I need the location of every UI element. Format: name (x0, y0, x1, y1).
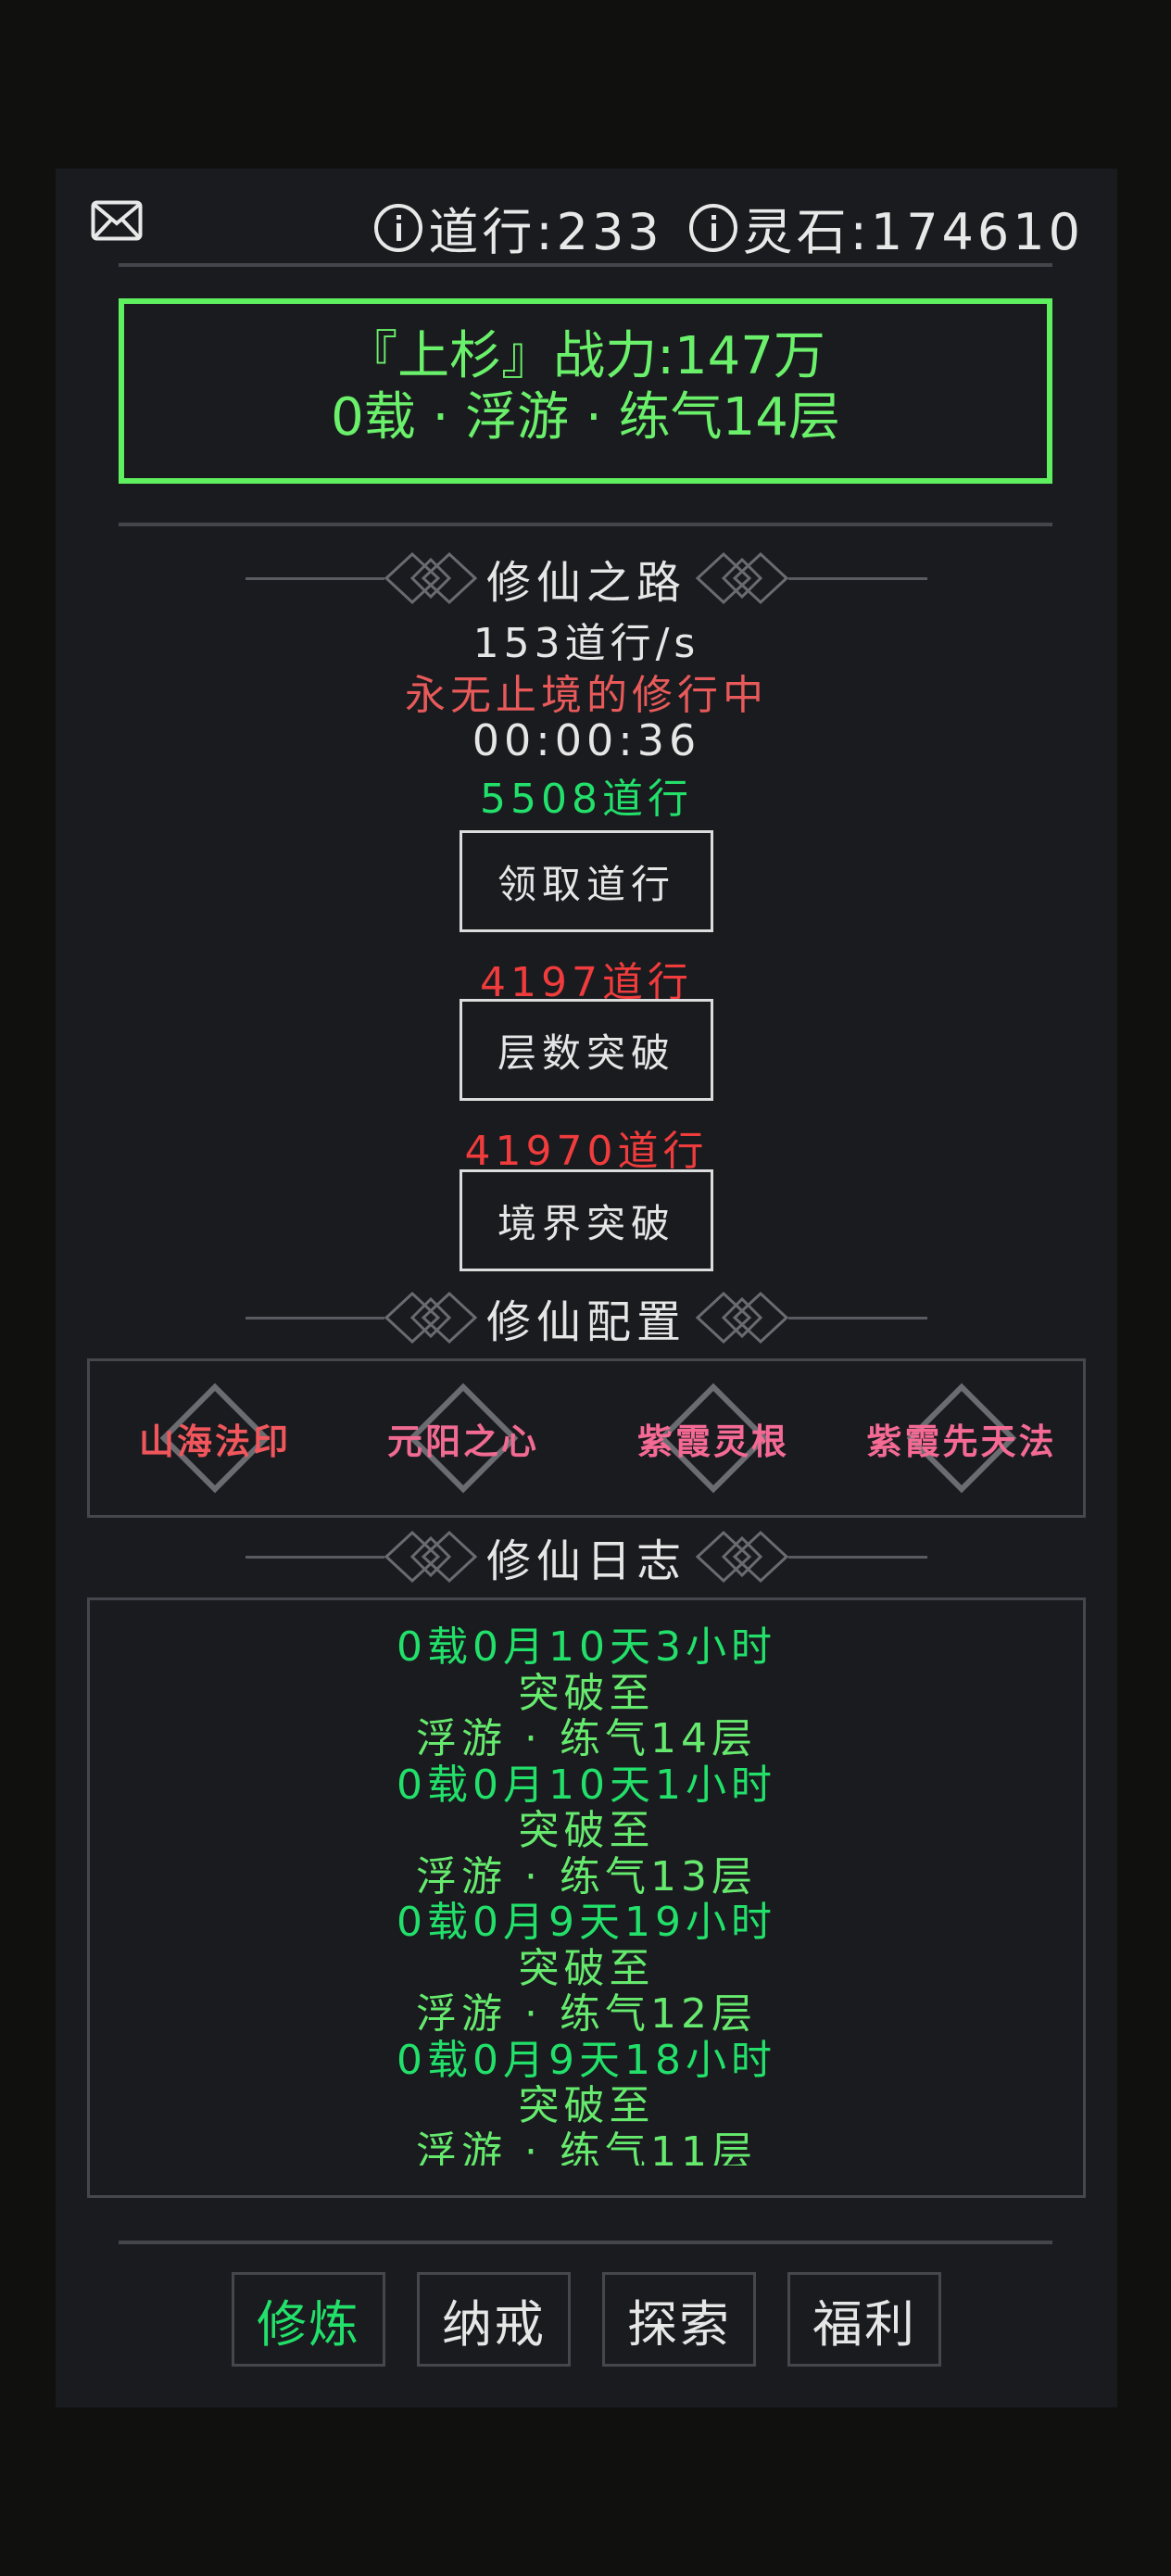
stat-lingshi[interactable]: 灵石:174610 (688, 191, 1084, 264)
log-action: 突破至 (518, 1807, 655, 1854)
cultivation-log[interactable]: 0载0月10天3小时 突破至 浮游 · 练气14层 0载0月10天1小时 突破至… (87, 1597, 1086, 2198)
realm-breakthrough-cost: 41970道行 (464, 1128, 709, 1175)
info-icon[interactable] (688, 203, 737, 252)
log-entry: 0载0月10天1小时 突破至 浮游 · 练气13层 (90, 1762, 1083, 1900)
divider-line (245, 1316, 384, 1320)
realm-breakthrough-button[interactable]: 境界突破 (460, 1169, 713, 1271)
log-time: 0载0月10天1小时 (397, 1761, 776, 1809)
divider-line (788, 1316, 927, 1320)
config-slot-linggen[interactable]: 紫霞灵根 (588, 1361, 838, 1515)
divider-line (788, 1555, 927, 1559)
diamond-ornament-icon (696, 551, 788, 605)
log-result: 浮游 · 练气12层 (416, 1990, 757, 2038)
section-title-text: 修仙之路 (485, 557, 686, 609)
claim-daoxing-button[interactable]: 领取道行 (460, 830, 713, 932)
power-line: 『上杉』战力:147万 (346, 326, 825, 386)
config-slot-fayin[interactable]: 山海法印 (90, 1361, 340, 1515)
diamond-ornament-icon (384, 1530, 477, 1584)
log-time: 0载0月9天19小时 (397, 1899, 776, 1946)
config-slot-label: 山海法印 (138, 1421, 291, 1462)
log-entry: 0载0月10天3小时 突破至 浮游 · 练气14层 (90, 1624, 1083, 1762)
daoxing-rate: 153道行/s (472, 620, 700, 667)
diamond-ornament-icon (384, 551, 477, 605)
layer-breakthrough-button[interactable]: 层数突破 (460, 999, 713, 1101)
section-title-config: 修仙配置 (56, 1290, 1117, 1348)
log-action: 突破至 (518, 2082, 655, 2129)
log-time: 0载0月10天3小时 (397, 1624, 776, 1671)
cultivation-state: 永无止境的修行中 (405, 672, 768, 719)
tab-cultivate[interactable]: 修炼 (232, 2272, 385, 2367)
divider (119, 523, 1052, 526)
diamond-ornament-icon (696, 1291, 788, 1345)
config-slot-gongfa[interactable]: 紫霞先天法 (837, 1361, 1087, 1515)
log-action: 突破至 (518, 1944, 655, 1992)
divider (119, 2241, 1052, 2244)
log-result: 浮游 · 练气13层 (416, 1852, 757, 1900)
info-icon[interactable] (374, 203, 423, 252)
diamond-ornament-icon (696, 1530, 788, 1584)
top-bar: 道行:233 灵石:174610 (56, 169, 1117, 261)
divider-line (245, 1555, 384, 1559)
config-slot-label: 元阳之心 (386, 1421, 539, 1462)
config-slot-label: 紫霞灵根 (636, 1421, 789, 1462)
layer-breakthrough-cost: 4197道行 (480, 959, 693, 1006)
realm-line: 0载 · 浮游 · 练气14层 (331, 387, 840, 448)
game-panel: 道行:233 灵石:174610 『上杉』战力:147万 0载 · 浮游 · 练… (56, 169, 1117, 2407)
tab-storage-ring[interactable]: 纳戒 (417, 2272, 571, 2367)
section-title-path: 修仙之路 (56, 550, 1117, 609)
config-slot-label: 紫霞先天法 (866, 1421, 1057, 1462)
config-slots: 山海法印 元阳之心 紫霞灵根 紫霞先天法 (87, 1358, 1086, 1518)
diamond-ornament-icon (384, 1291, 477, 1345)
divider (119, 263, 1052, 267)
character-status: 『上杉』战力:147万 0载 · 浮游 · 练气14层 (119, 298, 1052, 484)
section-title-text: 修仙日志 (485, 1535, 686, 1587)
log-result: 浮游 · 练气11层 (416, 2128, 757, 2166)
bottom-nav: 修炼 纳戒 探索 福利 (56, 2272, 1117, 2367)
log-entry: 0载0月9天18小时 突破至 浮游 · 练气11层 (90, 2036, 1083, 2166)
stat-daoxing[interactable]: 道行:233 (374, 191, 662, 264)
log-time: 0载0月9天18小时 (397, 2036, 776, 2084)
config-slot-xin[interactable]: 元阳之心 (338, 1361, 588, 1515)
resource-stats: 道行:233 灵石:174610 (374, 191, 1084, 264)
log-entry: 0载0月9天19小时 突破至 浮游 · 练气12层 (90, 1900, 1083, 2038)
stat-lingshi-text: 灵石:174610 (742, 203, 1084, 261)
log-action: 突破至 (518, 1669, 655, 1717)
mail-icon[interactable] (91, 200, 143, 241)
pending-daoxing: 5508道行 (480, 776, 693, 823)
divider-line (245, 576, 384, 580)
divider-line (788, 576, 927, 580)
tab-explore[interactable]: 探索 (602, 2272, 756, 2367)
log-scroll-area[interactable]: 0载0月10天3小时 突破至 浮游 · 练气14层 0载0月10天1小时 突破至… (90, 1624, 1083, 2166)
cultivation-timer: 00:00:36 (472, 715, 701, 765)
section-title-log: 修仙日志 (56, 1529, 1117, 1587)
section-title-text: 修仙配置 (485, 1296, 686, 1348)
stat-daoxing-text: 道行:233 (428, 203, 663, 261)
log-result: 浮游 · 练气14层 (416, 1715, 757, 1762)
tab-welfare[interactable]: 福利 (787, 2272, 941, 2367)
